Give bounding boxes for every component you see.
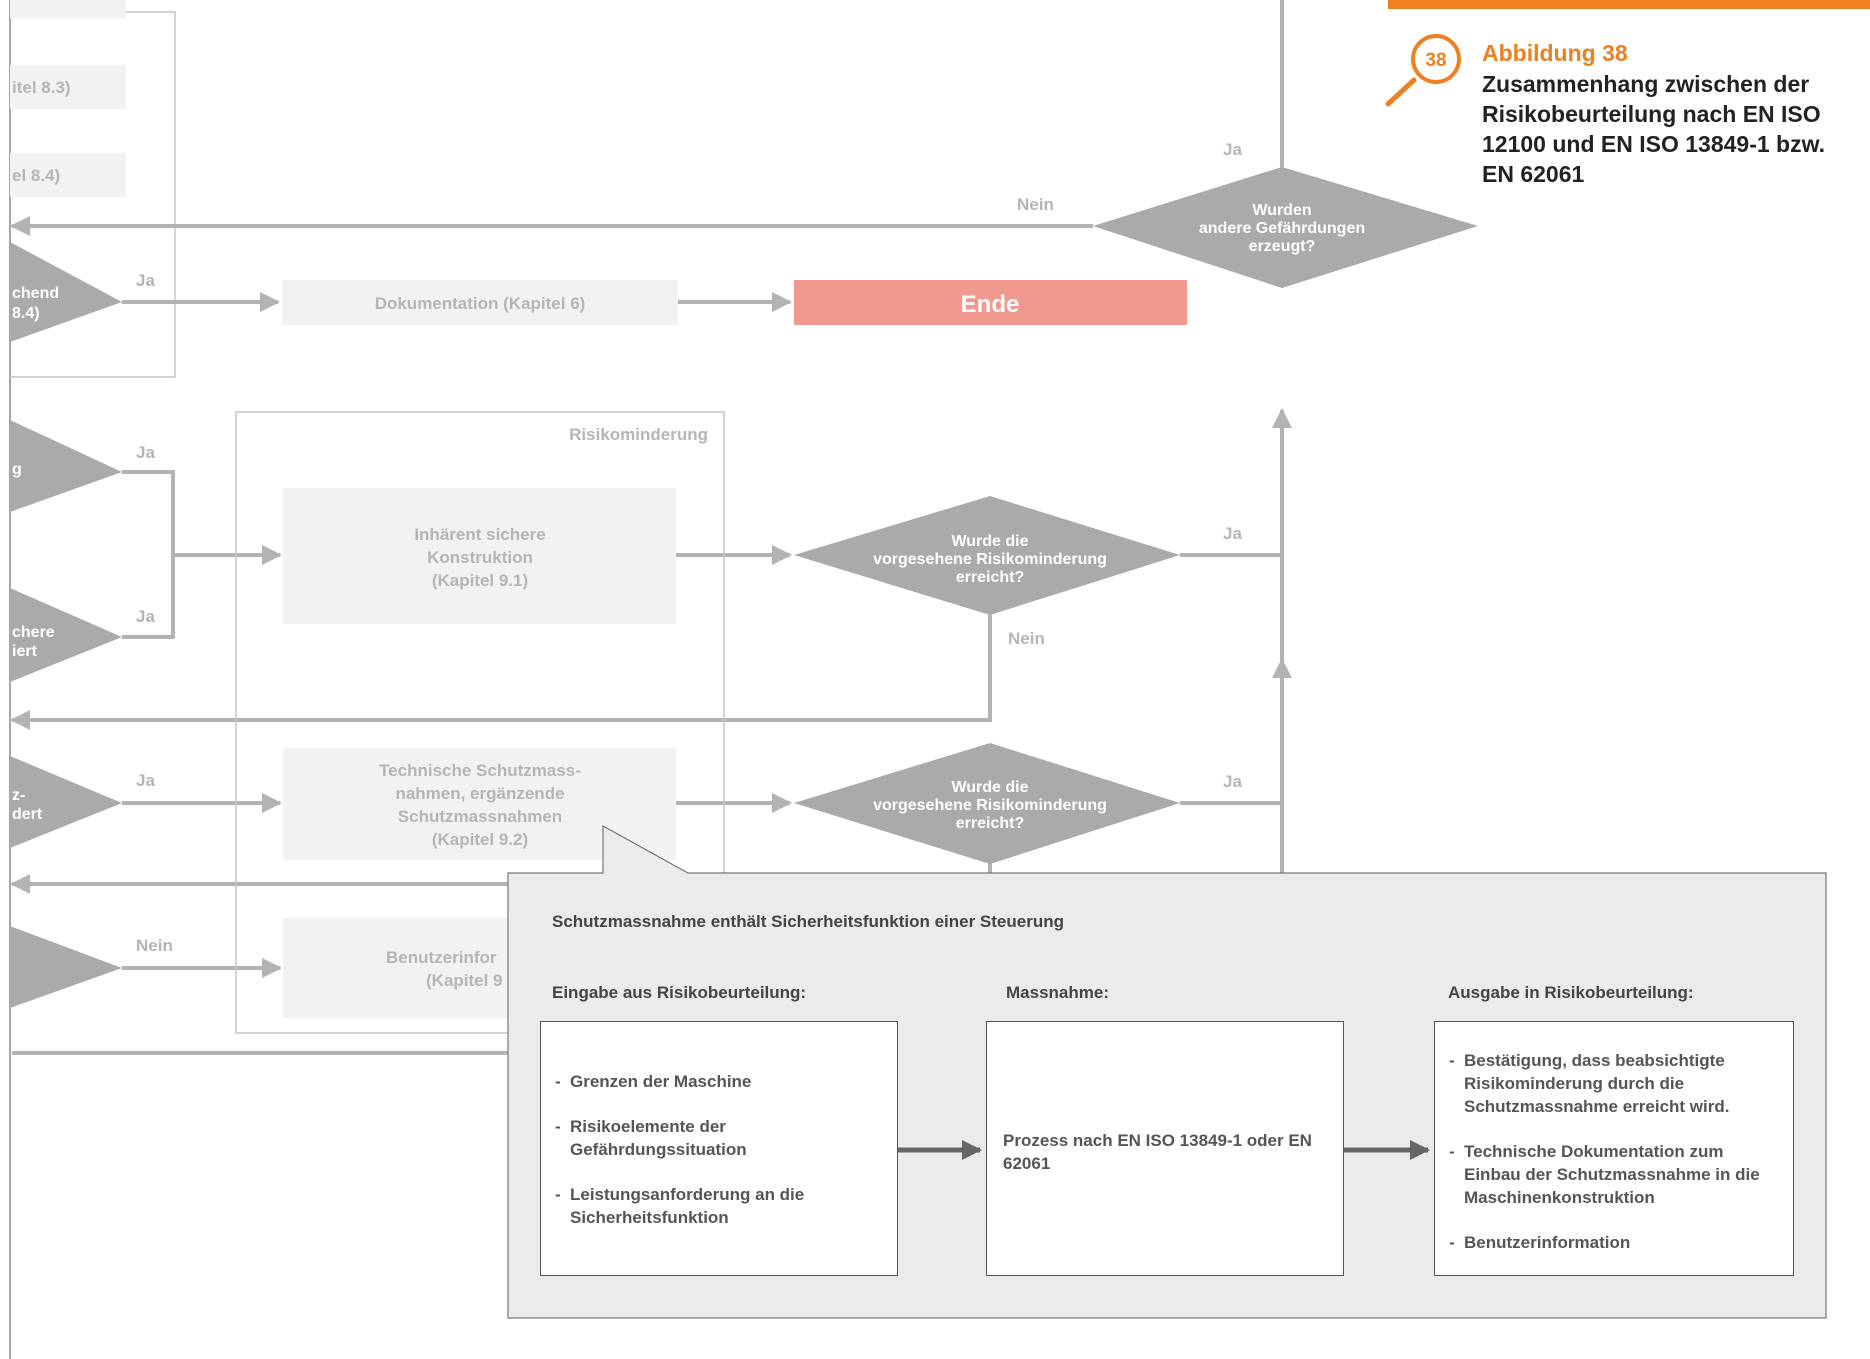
input-list: Grenzen der Maschine Risikoelemente der … xyxy=(555,1070,883,1229)
figure-number: Abbildung 38 xyxy=(1482,40,1628,66)
partial-box-8-3 xyxy=(10,65,126,109)
label-yes-2: Ja xyxy=(136,443,155,462)
decision-reduction-1 xyxy=(794,496,1180,615)
input-item: Leistungsanforderung an die Sicherheitsf… xyxy=(555,1183,883,1229)
partial-label-chend: chend xyxy=(12,285,59,302)
decision1-line2: vorgesehene Risikominderung xyxy=(873,551,1107,568)
output-list: Bestätigung, dass beabsichtigte Risikomi… xyxy=(1449,1049,1781,1254)
figure-title: Zusammenhang zwischen der Risikobeurteil… xyxy=(1482,71,1826,187)
partial-box-8-4 xyxy=(10,153,126,197)
decision2-line2: vorgesehene Risikominderung xyxy=(873,797,1107,814)
partial-decision-5 xyxy=(10,926,122,1008)
accent-bar xyxy=(1388,0,1870,9)
partial-box-top xyxy=(10,0,126,18)
decision2-line1: Wurde die xyxy=(951,779,1028,796)
end-box xyxy=(794,280,1187,325)
decision-other-hazards-line1: Wurden xyxy=(1252,202,1311,219)
process-box: Prozess nach EN ISO 13849-1 oder EN 6206… xyxy=(986,1021,1344,1276)
partial-label-iert: iert xyxy=(12,643,38,660)
label-yes-3: Ja xyxy=(136,607,155,626)
documentation-box xyxy=(282,280,678,325)
risk-reduction-group xyxy=(235,411,725,1034)
measure-heading: Massnahme: xyxy=(1006,983,1109,1002)
label-yes-decision1: Ja xyxy=(1223,524,1242,543)
output-item: Bestätigung, dass beabsichtigte Risikomi… xyxy=(1449,1049,1781,1118)
process-text: Prozess nach EN ISO 13849-1 oder EN 6206… xyxy=(1003,1131,1312,1173)
input-item: Risikoelemente der Gefährdungssituation xyxy=(555,1115,883,1161)
inherent-design-line1: Inhärent sichere xyxy=(414,525,545,544)
technical-measures-line4: (Kapitel 9.2) xyxy=(432,830,528,849)
decision-other-hazards xyxy=(1093,167,1478,288)
partial-label-dert: dert xyxy=(12,806,43,823)
inherent-design-box xyxy=(283,488,676,624)
partial-label-8-4b: 8.4) xyxy=(12,305,40,322)
user-info-line2: (Kapitel 9 xyxy=(426,971,503,990)
label-yes-decision2: Ja xyxy=(1223,772,1242,791)
partial-label-8-4: el 8.4) xyxy=(12,166,60,185)
label-no-decision1: Nein xyxy=(1008,629,1045,648)
output-item: Benutzerinformation xyxy=(1449,1231,1781,1254)
output-heading: Ausgabe in Risikobeurteilung: xyxy=(1448,983,1694,1002)
label-no-5: Nein xyxy=(136,936,173,955)
partial-label-g: g xyxy=(12,461,22,478)
partial-label-z: z- xyxy=(12,787,25,804)
inherent-design-line2: Konstruktion xyxy=(427,548,533,567)
partial-label-chere: chere xyxy=(12,624,55,641)
label-yes-4: Ja xyxy=(136,771,155,790)
decision1-line1: Wurde die xyxy=(951,533,1028,550)
input-heading: Eingabe aus Risikobeurteilung: xyxy=(552,983,807,1002)
decision-other-hazards-line2: andere Gefährdungen xyxy=(1199,220,1365,237)
end-label: Ende xyxy=(961,291,1020,318)
risk-reduction-heading: Risikominderung xyxy=(569,425,708,444)
partial-decision-3 xyxy=(10,588,122,682)
partial-decision-4 xyxy=(10,756,122,848)
decision2-line3: erreicht? xyxy=(956,815,1024,832)
technical-measures-line1: Technische Schutzmass- xyxy=(379,761,581,780)
decision-other-hazards-line3: erzeugt? xyxy=(1249,238,1316,255)
figure-badge-number: 38 xyxy=(1425,50,1446,71)
magnifier-icon: 38 xyxy=(1385,34,1461,107)
technical-measures-line3: Schutzmassnahmen xyxy=(398,807,562,826)
figure-caption: Abbildung 38 Zusammenhang zwischen der R… xyxy=(1482,38,1862,189)
label-yes-hazards: Ja xyxy=(1223,140,1242,159)
label-no-hazards: Nein xyxy=(1017,195,1054,214)
partial-decision-1 xyxy=(10,242,122,342)
partial-label-8-3: itel 8.3) xyxy=(12,78,71,97)
user-info-line1: Benutzerinfor xyxy=(386,948,497,967)
inherent-design-line3: (Kapitel 9.1) xyxy=(432,571,528,590)
decision1-line3: erreicht? xyxy=(956,569,1024,586)
input-box: Grenzen der Maschine Risikoelemente der … xyxy=(540,1021,898,1276)
output-item: Technische Dokumentation zum Einbau der … xyxy=(1449,1140,1781,1209)
documentation-label: Dokumentation (Kapitel 6) xyxy=(375,294,586,313)
technical-measures-line2: nahmen, ergänzende xyxy=(395,784,564,803)
output-box: Bestätigung, dass beabsichtigte Risikomi… xyxy=(1434,1021,1794,1276)
user-info-box xyxy=(283,918,676,1018)
label-yes-1: Ja xyxy=(136,271,155,290)
callout-heading: Schutzmassnahme enthält Sicherheitsfunkt… xyxy=(552,912,1064,931)
input-item: Grenzen der Maschine xyxy=(555,1070,883,1093)
partial-decision-2 xyxy=(10,420,122,512)
